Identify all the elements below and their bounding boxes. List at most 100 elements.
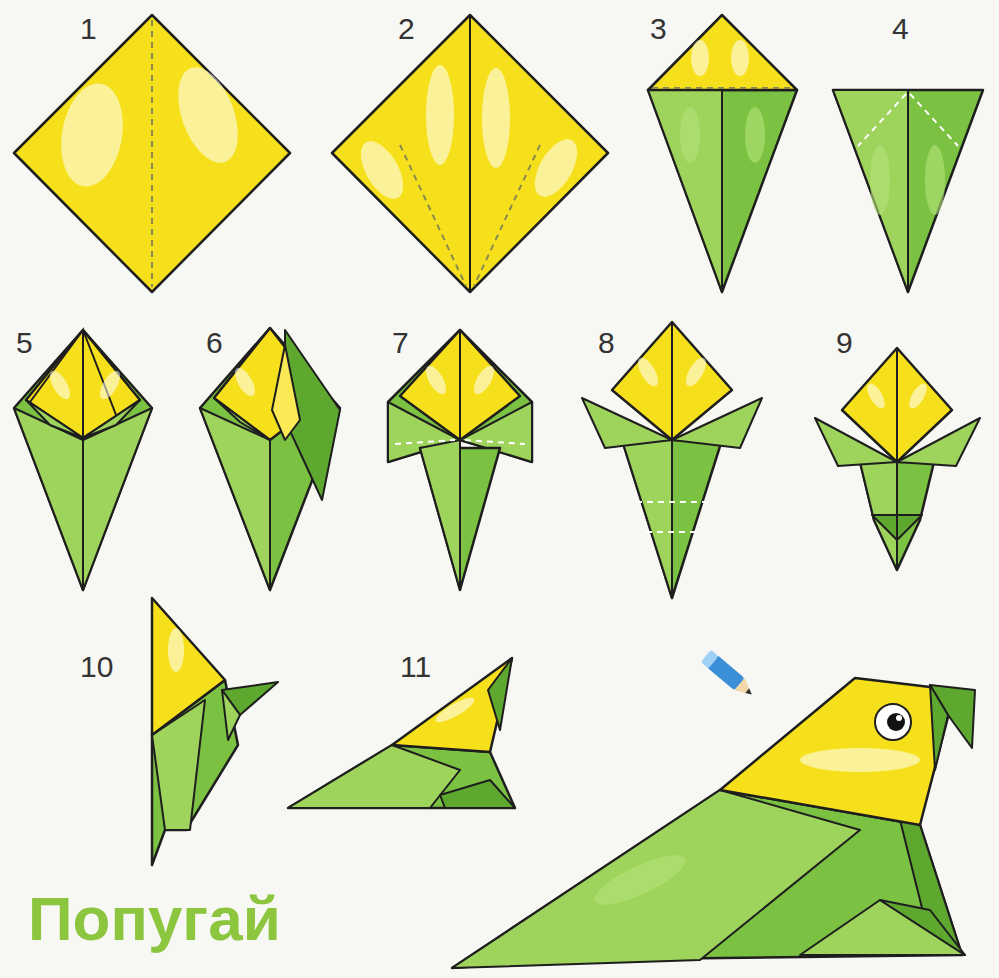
- fold-shape: [352, 134, 412, 205]
- fold-shape: [648, 15, 797, 90]
- fold-shape: [622, 440, 672, 598]
- fold-shape: [83, 408, 152, 590]
- fold-shape: [400, 145, 466, 286]
- step-3-kite: [648, 15, 797, 292]
- fold-shape: [168, 628, 184, 672]
- step-number: 10: [80, 652, 113, 682]
- fold-shape: [634, 355, 662, 390]
- fold-shape: [83, 400, 140, 438]
- fold-shape: [288, 745, 460, 808]
- fold-shape: [288, 745, 515, 808]
- fold-shape: [433, 694, 477, 726]
- step-number: 6: [206, 328, 223, 358]
- fold-shape: [469, 15, 471, 292]
- fold-shape: [745, 688, 753, 696]
- fold-shape: [880, 900, 965, 955]
- fold-shape: [420, 440, 460, 590]
- fold-shape: [896, 348, 898, 570]
- fold-shape: [395, 440, 455, 444]
- fold-shape: [166, 59, 249, 171]
- pencil-icon: [701, 650, 757, 701]
- fold-shape: [896, 715, 902, 721]
- fold-shape: [470, 363, 498, 398]
- fold-shape: [887, 713, 905, 731]
- fold-shape: [332, 15, 608, 292]
- fold-shape: [833, 90, 983, 292]
- fold-shape: [82, 438, 84, 590]
- fold-shape: [731, 40, 749, 76]
- step-4-kite: [833, 90, 983, 292]
- step-8-fold: [582, 322, 762, 598]
- step-number: 8: [598, 328, 615, 358]
- fold-shape: [636, 501, 708, 503]
- finished-parrot: [452, 678, 975, 968]
- fold-shape: [589, 846, 691, 914]
- fold-shape: [440, 780, 515, 808]
- fold-shape: [152, 598, 225, 735]
- step-1-square: [14, 15, 290, 292]
- fold-shape: [691, 40, 709, 76]
- fold-shape: [459, 440, 461, 590]
- fold-shape: [925, 145, 945, 215]
- fold-shape: [800, 900, 965, 955]
- fold-shape: [14, 408, 83, 590]
- fold-shape: [465, 440, 525, 444]
- fold-shape: [671, 322, 673, 598]
- fold-shape: [269, 440, 271, 590]
- fold-shape: [151, 20, 153, 287]
- step-9-fold: [815, 348, 980, 570]
- step-number: 9: [836, 328, 853, 358]
- fold-shape: [652, 87, 792, 89]
- fold-shape: [526, 132, 586, 203]
- fold-shape: [875, 704, 911, 740]
- step-number: 1: [80, 14, 97, 44]
- fold-shape: [222, 690, 240, 740]
- fold-shape: [26, 330, 140, 438]
- fold-shape: [910, 94, 958, 146]
- fold-shape: [870, 145, 890, 215]
- fold-shape: [682, 355, 710, 390]
- fold-shape: [482, 68, 510, 168]
- fold-shape: [272, 345, 300, 440]
- fold-shape: [721, 90, 723, 292]
- fold-shape: [426, 65, 454, 165]
- fold-shape: [53, 79, 130, 192]
- fold-shape: [452, 790, 860, 968]
- fold-shape: [701, 650, 719, 669]
- fold-shape: [200, 328, 340, 590]
- fold-shape: [745, 107, 765, 163]
- fold-shape: [422, 363, 450, 398]
- step-number: 4: [892, 14, 909, 44]
- fold-shape: [907, 90, 909, 292]
- fold-shape: [488, 658, 512, 730]
- fold-shape: [14, 15, 290, 292]
- step-7-fold: [388, 330, 532, 590]
- title: Попугай: [28, 888, 281, 950]
- step-number: 11: [400, 652, 431, 682]
- fold-shape: [26, 400, 83, 438]
- fold-shape: [734, 678, 757, 701]
- fold-shape: [96, 368, 124, 403]
- fold-shape: [14, 330, 152, 590]
- fold-shape: [231, 365, 259, 400]
- fold-shape: [930, 685, 948, 770]
- fold-shape: [459, 330, 461, 440]
- step-6-fold: [200, 328, 340, 590]
- fold-shape: [720, 678, 955, 825]
- fold-shape: [800, 748, 920, 772]
- fold-shape: [200, 408, 270, 590]
- fold-shape: [680, 107, 700, 163]
- fold-shape: [214, 398, 270, 440]
- step-10-side-view: [152, 598, 278, 865]
- step-5-fold: [14, 330, 152, 590]
- fold-shape: [400, 330, 520, 440]
- step-number: 3: [650, 14, 667, 44]
- fold-shape: [648, 90, 722, 292]
- fold-shape: [906, 381, 930, 411]
- fold-shape: [833, 90, 908, 292]
- step-number: 5: [16, 328, 33, 358]
- step-number: 2: [398, 14, 415, 44]
- fold-shape: [648, 90, 797, 292]
